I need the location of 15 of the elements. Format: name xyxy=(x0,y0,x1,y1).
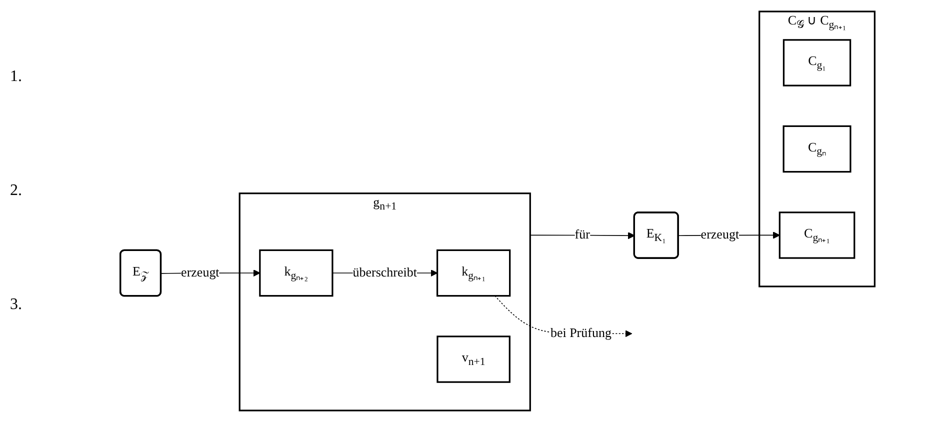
row-number: 1. xyxy=(10,68,23,86)
edge-label: erzeugt xyxy=(181,266,220,280)
node-box: C$_{gₙ}$ xyxy=(782,125,852,173)
node-box: C$_{gₙ₊₁}$ xyxy=(778,212,856,259)
node-box: k$_{gₙ₊₁}$ xyxy=(436,249,511,297)
edge-label: erzeugt xyxy=(700,228,740,242)
node-box: k$_{gₙ₊₂}$ xyxy=(259,249,334,297)
node-box: v$_{n+1}$ xyxy=(436,336,510,383)
row-number: 2. xyxy=(10,182,23,200)
node-box: C$_{g₁}$ xyxy=(782,39,852,86)
edge-label: für xyxy=(574,228,590,242)
edge-label: überschreibt xyxy=(352,266,417,280)
edge-label: bei Prüfung xyxy=(550,326,612,340)
row-number: 3. xyxy=(10,296,23,314)
arrow xyxy=(530,232,635,240)
